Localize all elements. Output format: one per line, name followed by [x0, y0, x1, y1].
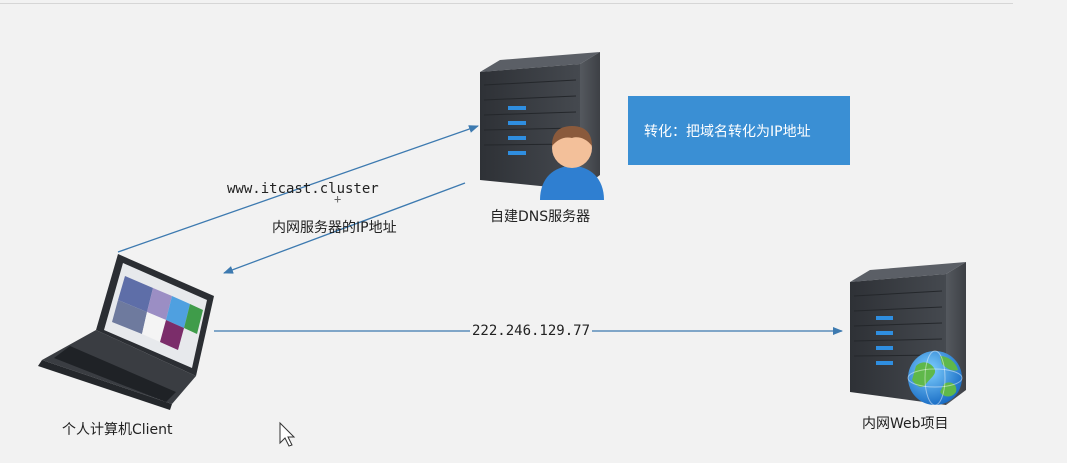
laptop-icon: [38, 254, 214, 410]
web-project-label: 内网Web项目: [862, 416, 949, 432]
response-edge-label: 内网服务器的IP地址: [272, 220, 397, 236]
dns-server-label: 自建DNS服务器: [490, 209, 591, 225]
crosshair-icon: +: [334, 192, 342, 206]
response-arrow: [223, 182, 466, 274]
client-label: 个人计算机Client: [62, 422, 173, 438]
query-arrow: [117, 125, 479, 253]
user-avatar-icon: [540, 126, 604, 200]
dns-note-box: 转化：把域名转化为IP地址: [628, 96, 850, 165]
dns-note-text: 转化：把域名转化为IP地址: [644, 123, 811, 140]
top-divider: [0, 3, 1013, 4]
mouse-cursor-icon: [279, 421, 296, 447]
globe-icon: [907, 350, 963, 406]
query-edge-label: www.itcast.cluster: [227, 181, 379, 197]
access-edge-label: 222.246.129.77: [470, 323, 593, 339]
